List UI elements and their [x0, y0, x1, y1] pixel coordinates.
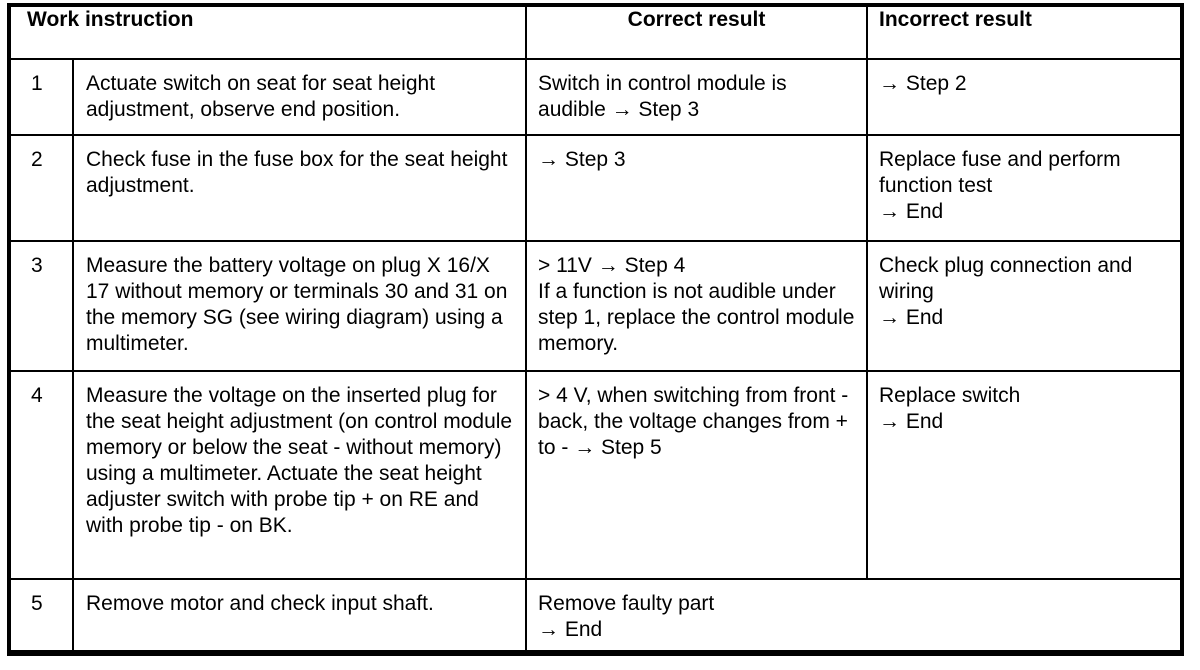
incorrect-result-cell: Replace switch → End [866, 370, 1184, 580]
header-correct-result: Correct result [525, 4, 869, 60]
table-row-step-1: 1 Actuate switch on seat for seat height… [8, 58, 1184, 136]
table-row-step-2: 2 Check fuse in the fuse box for the sea… [8, 134, 1184, 242]
step-number: 5 [8, 578, 74, 654]
correct-result-cell: > 4 V, when switching from front - back,… [525, 370, 869, 580]
work-instruction-cell: Remove motor and check input shaft. [71, 578, 528, 654]
incorrect-result-cell: Check plug connection and wiring → End [866, 240, 1184, 372]
header-row: Work instruction Correct result Incorrec… [7, 4, 1184, 60]
table-row-step-4: 4 Measure the voltage on the inserted pl… [8, 370, 1184, 580]
work-instruction-cell: Measure the voltage on the inserted plug… [71, 370, 528, 580]
table-row-step-3: 3 Measure the battery voltage on plug X … [8, 240, 1184, 372]
work-instruction-cell: Check fuse in the fuse box for the seat … [71, 134, 528, 242]
step-number: 1 [8, 58, 74, 136]
correct-result-cell: Switch in control module is audible → St… [525, 58, 869, 136]
work-instruction-cell: Measure the battery voltage on plug X 16… [71, 240, 528, 372]
correct-result-cell: > 11V → Step 4 If a function is not audi… [525, 240, 869, 372]
work-instruction-cell: Actuate switch on seat for seat height a… [71, 58, 528, 136]
header-work-instruction: Work instruction [7, 4, 528, 60]
incorrect-result-cell: → Step 2 [866, 58, 1184, 136]
header-incorrect-result: Incorrect result [866, 4, 1184, 60]
step-number: 4 [8, 370, 74, 580]
incorrect-result-cell: Replace fuse and perform function test →… [866, 134, 1184, 242]
step-number: 2 [8, 134, 74, 242]
correct-result-cell: → Step 3 [525, 134, 869, 242]
diagnostic-table: Work instruction Correct result Incorrec… [7, 3, 1185, 656]
result-cell-merged: Remove faulty part → End [525, 578, 1184, 654]
table-row-step-5: 5 Remove motor and check input shaft. Re… [8, 578, 1184, 654]
step-number: 3 [8, 240, 74, 372]
